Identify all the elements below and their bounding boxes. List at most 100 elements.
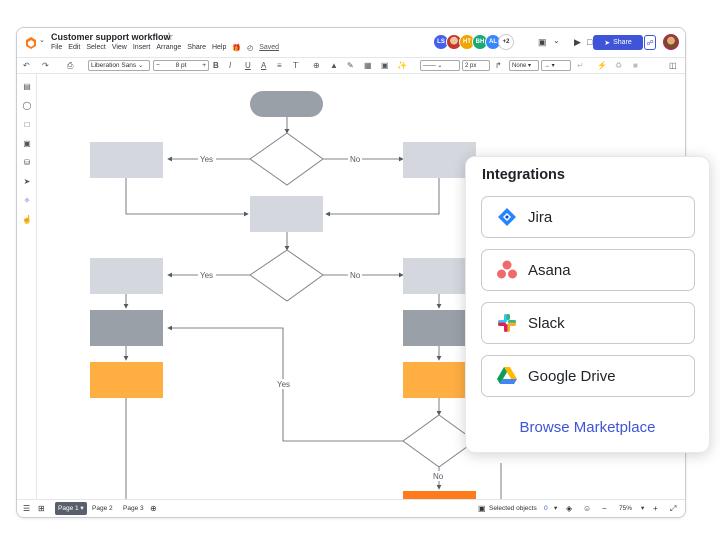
rocket-icon[interactable]: ➤ bbox=[23, 177, 31, 186]
page-tab-label: Page 1 bbox=[58, 505, 79, 512]
collaborator-icon[interactable]: ☺ bbox=[583, 504, 592, 513]
chevron-down-icon[interactable]: ▾ bbox=[554, 505, 558, 512]
list-view-icon[interactable]: ☰ bbox=[23, 504, 31, 513]
bold-icon[interactable]: B bbox=[213, 61, 219, 70]
document-title[interactable]: Customer support workflow bbox=[51, 32, 171, 42]
video-icon[interactable]: □ bbox=[587, 37, 593, 47]
browse-marketplace-link[interactable]: Browse Marketplace bbox=[519, 419, 656, 436]
more-collaborators-badge[interactable]: +2 bbox=[498, 34, 514, 50]
selected-objects-label[interactable]: Selected objects bbox=[489, 505, 537, 512]
menu-edit[interactable]: Edit bbox=[68, 44, 81, 51]
waypoint-icon[interactable]: ↵ bbox=[577, 61, 584, 70]
gift-icon[interactable]: 🎁 bbox=[232, 45, 242, 52]
pages-icon[interactable]: ▤ bbox=[23, 82, 31, 91]
app-logo-icon[interactable] bbox=[24, 36, 38, 50]
integrations-title: Integrations bbox=[482, 167, 565, 183]
panel-toggle-icon[interactable]: ◫ bbox=[669, 61, 677, 70]
line-color-icon[interactable]: ✎ bbox=[347, 61, 354, 70]
fill-color-icon[interactable]: ▲ bbox=[330, 61, 338, 70]
decision-node bbox=[249, 249, 324, 302]
integration-jira-button[interactable]: Jira bbox=[481, 196, 695, 238]
integrations-panel: Integrations Jira Asana Slack bbox=[465, 156, 710, 453]
arrow-end-select[interactable]: → ▾ bbox=[541, 60, 571, 71]
zoom-level[interactable]: 75% bbox=[619, 505, 633, 512]
line-width-value: 2 px bbox=[465, 63, 477, 69]
star-icon[interactable]: ☆ bbox=[164, 31, 174, 43]
lock-icon[interactable]: ■ bbox=[633, 61, 638, 70]
share-link-icon[interactable]: ☍ bbox=[644, 35, 656, 50]
menu-help[interactable]: Help bbox=[211, 44, 227, 51]
action-icon[interactable]: ⚡ bbox=[597, 61, 607, 70]
bottom-bar: ☰ ⊞ Page 1 ▾ Page 2 Page 3 ⊕ ▣ Selected … bbox=[17, 499, 685, 517]
integration-label: Slack bbox=[528, 314, 565, 332]
menu-share[interactable]: Share bbox=[187, 44, 206, 51]
integration-label: Google Drive bbox=[528, 367, 616, 385]
connector bbox=[325, 178, 440, 217]
image-icon[interactable]: ▣ bbox=[381, 61, 389, 70]
branch-label: No bbox=[433, 472, 444, 481]
branch-label: No bbox=[350, 155, 361, 164]
menu-arrange[interactable]: Arrange bbox=[156, 44, 182, 51]
chevron-down-icon[interactable]: ⌄ bbox=[39, 37, 45, 44]
shapes-icon[interactable]: ◯ bbox=[22, 101, 32, 110]
menu-insert[interactable]: Insert bbox=[132, 44, 151, 51]
branch-label: No bbox=[350, 271, 361, 280]
page-tab-2[interactable]: Page 2 bbox=[92, 505, 113, 512]
decrease-icon[interactable]: − bbox=[156, 62, 160, 69]
undo-icon[interactable]: ↶ bbox=[23, 61, 30, 70]
decision-node bbox=[402, 414, 476, 468]
share-button-label: Share bbox=[613, 39, 632, 46]
page-tab-3[interactable]: Page 3 bbox=[123, 505, 144, 512]
zoom-in-icon[interactable]: + bbox=[653, 504, 658, 513]
format-painter-icon[interactable]: ⎙ bbox=[67, 61, 74, 70]
font-family-select[interactable]: Liberation Sans ⌄ bbox=[88, 60, 150, 71]
italic-icon[interactable]: I bbox=[229, 61, 232, 70]
chevron-down-icon[interactable]: ▾ bbox=[641, 505, 645, 512]
integration-asana-button[interactable]: Asana bbox=[481, 249, 695, 291]
menu-bar: File Edit Select View Insert Arrange Sha… bbox=[51, 44, 279, 52]
arrow-start-select[interactable]: None ▾ bbox=[509, 60, 539, 71]
font-size-stepper[interactable]: − 8 pt + bbox=[153, 60, 209, 71]
menu-select[interactable]: Select bbox=[86, 44, 106, 51]
zoom-out-icon[interactable]: − bbox=[602, 504, 607, 513]
left-tool-rail: ▤ ◯ □ ▣ ⛁ ➤ ✧ ☝ bbox=[17, 74, 37, 499]
plugins-icon[interactable]: ☝ bbox=[22, 215, 32, 224]
process-node bbox=[90, 142, 163, 178]
table-icon[interactable]: ⊕ bbox=[313, 61, 320, 70]
page-tab-1[interactable]: Page 1 ▾ bbox=[55, 502, 87, 515]
comment-icon[interactable]: ▣ bbox=[538, 37, 547, 47]
increase-icon[interactable]: + bbox=[202, 62, 206, 69]
integrations-icon[interactable]: ✧ bbox=[23, 196, 31, 205]
connector-icon[interactable]: ↱ bbox=[495, 61, 502, 70]
data-icon[interactable]: ♻ bbox=[615, 61, 623, 70]
line-width-select[interactable]: 2 px bbox=[462, 60, 490, 71]
arrow-start-value: None bbox=[512, 63, 527, 69]
clock-icon: ◴ bbox=[247, 45, 254, 52]
text-color-icon[interactable]: A bbox=[261, 61, 267, 70]
grid-view-icon[interactable]: ⊞ bbox=[38, 504, 45, 513]
text-options-icon[interactable]: T˙ bbox=[293, 61, 301, 70]
layers-icon[interactable]: ◈ bbox=[566, 504, 573, 513]
image-library-icon[interactable]: ▣ bbox=[23, 139, 31, 148]
chevron-down-icon[interactable]: ⌄ bbox=[553, 36, 560, 45]
magic-icon[interactable]: ✨ bbox=[397, 61, 407, 70]
align-icon[interactable]: ≡ bbox=[277, 61, 282, 70]
share-button[interactable]: ➤ Share bbox=[593, 35, 643, 50]
line-style-select[interactable]: ─── ⌄ bbox=[420, 60, 460, 71]
font-size-value: 8 pt bbox=[175, 62, 187, 69]
underline-icon[interactable]: U bbox=[245, 61, 251, 70]
menu-view[interactable]: View bbox=[111, 44, 127, 51]
branch-label: Yes bbox=[277, 380, 290, 389]
present-icon[interactable]: ▶ bbox=[574, 37, 581, 47]
fullscreen-icon[interactable]: ⤢ bbox=[670, 504, 677, 513]
frame-icon[interactable]: □ bbox=[24, 120, 30, 129]
integration-google-drive-button[interactable]: Google Drive bbox=[481, 355, 695, 397]
database-icon[interactable]: ⛁ bbox=[23, 158, 31, 167]
integration-slack-button[interactable]: Slack bbox=[481, 302, 695, 344]
user-avatar[interactable] bbox=[663, 34, 679, 50]
menu-file[interactable]: File bbox=[51, 44, 63, 51]
add-page-icon[interactable]: ⊕ bbox=[150, 504, 157, 513]
shape-style-icon[interactable]: ▦ bbox=[364, 61, 372, 70]
redo-icon[interactable]: ↷ bbox=[42, 61, 49, 70]
saved-status[interactable]: Saved bbox=[259, 44, 280, 51]
